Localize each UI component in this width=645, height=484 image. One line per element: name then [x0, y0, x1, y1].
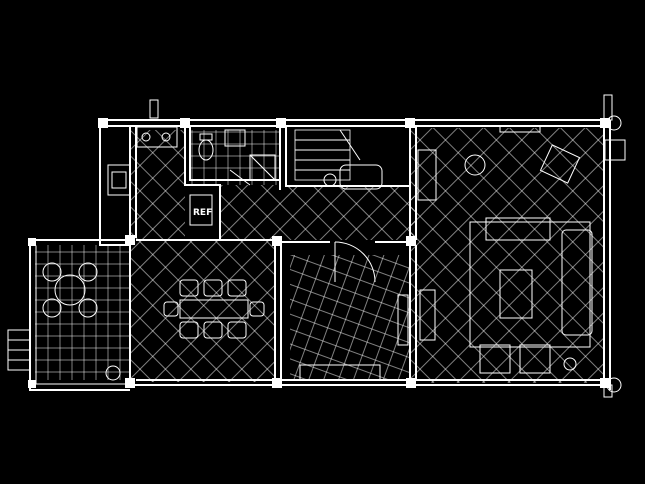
- refrigerator-icon: [189, 194, 213, 226]
- foyer-floor: [290, 255, 410, 380]
- living-floor: [410, 128, 605, 383]
- refrigerator-label: REF: [193, 208, 212, 218]
- columns: [28, 94, 622, 398]
- sofa-icon: [561, 229, 593, 336]
- hall-floor: [220, 185, 415, 240]
- living-room: [417, 125, 626, 374]
- bench-icon: [339, 164, 383, 190]
- stove-icon: [136, 126, 178, 148]
- piano-icon: [539, 144, 581, 184]
- interior-walls: [129, 126, 417, 385]
- stair-icon: [294, 129, 383, 190]
- dining-floor: [130, 240, 275, 382]
- balcony-floor: [35, 245, 130, 380]
- shower-icon: [249, 154, 276, 181]
- doormat-icon: [299, 364, 381, 381]
- bathroom-floor: [190, 130, 280, 185]
- sofa-icon: [485, 217, 551, 241]
- armchair-icon: [464, 154, 486, 176]
- dining-table-icon: [163, 279, 265, 339]
- washbasin-icon: [224, 129, 246, 147]
- rug-icon: [469, 221, 591, 348]
- kitchen-floor: [130, 130, 185, 240]
- bathroom: [198, 129, 276, 186]
- lamp-icon: [563, 357, 577, 371]
- fireplace-icon: [499, 125, 541, 133]
- coffee-table-icon: [499, 269, 533, 319]
- console-icon: [397, 294, 409, 346]
- sink-icon: [107, 164, 131, 196]
- kitchen: REF: [107, 126, 213, 226]
- round-table-icon: [42, 262, 121, 381]
- entry-foyer: [299, 241, 436, 381]
